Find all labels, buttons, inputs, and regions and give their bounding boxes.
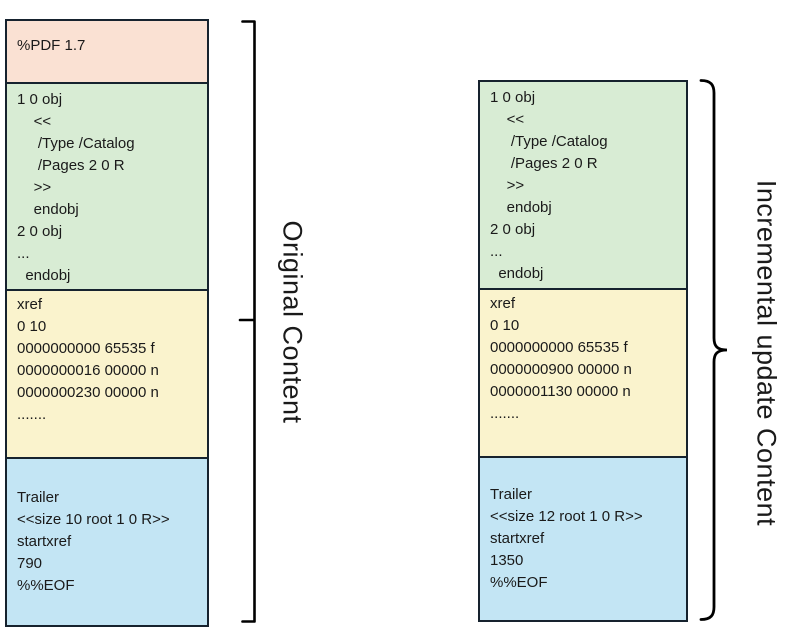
- code-line: .......: [490, 404, 520, 422]
- code-line: 0000000000 65535 f: [490, 338, 628, 356]
- code-line: %PDF 1.7: [17, 37, 86, 54]
- code-line: 1 0 obj: [17, 90, 63, 108]
- code-line: <<: [490, 111, 525, 128]
- code-line: /Type /Catalog: [17, 134, 135, 152]
- code-line: 0000000016 00000 n: [17, 362, 159, 379]
- code-line: 790: [17, 554, 43, 572]
- code-line: 0000001130 00000 n: [490, 382, 631, 400]
- code-line: <<size 10 root 1 0 R>>: [17, 510, 170, 528]
- code-line: 0 10: [17, 318, 47, 335]
- incremental-update-column: 1 0 obj << /Type /Catalog /Pages 2 0 R >…: [478, 80, 688, 622]
- code-line: endobj: [17, 200, 79, 218]
- code-line: startxref: [17, 532, 72, 550]
- code-line: 0000000230 00000 n: [17, 384, 159, 401]
- code-line: %%EOF: [490, 574, 548, 591]
- original-content-bracket: [238, 20, 256, 623]
- code-line: Trailer: [490, 486, 532, 503]
- code-line: 0000000900 00000 n: [490, 360, 632, 378]
- code-line: >>: [490, 177, 525, 194]
- code-line: ...: [17, 244, 30, 262]
- original-content-label: Original Content: [277, 220, 308, 424]
- code-line: 0000000000 65535 f: [17, 340, 155, 357]
- code-line: <<: [17, 112, 52, 130]
- code-line: xref: [490, 294, 516, 312]
- code-line: %%EOF: [17, 576, 75, 594]
- code-line: endobj: [490, 199, 552, 216]
- code-line: 2 0 obj: [490, 221, 536, 238]
- pdf-version-header-block: %PDF 1.7: [5, 19, 209, 84]
- code-line: endobj: [17, 266, 71, 284]
- code-line: >>: [17, 178, 52, 196]
- code-line: endobj: [490, 265, 544, 282]
- code-line: 2 0 obj: [17, 222, 63, 240]
- original-trailer-block: Trailer <<size 10 root 1 0 R>> startxref 79…: [5, 456, 209, 627]
- code-line: /Pages 2 0 R: [490, 155, 598, 172]
- code-line: startxref: [490, 530, 545, 547]
- incremental-xref-table-block: xref 0 10 0000000000 65535 f 0000000900 000…: [478, 287, 688, 459]
- code-line: 1 0 obj: [490, 89, 536, 106]
- code-line: 0 10: [490, 316, 520, 334]
- code-line: xref: [17, 296, 43, 313]
- original-content-column: %PDF 1.7 1 0 obj << /Type /Catalog /Page…: [5, 19, 209, 627]
- incremental-objects-block: 1 0 obj << /Type /Catalog /Pages 2 0 R >…: [478, 80, 688, 290]
- incremental-update-content-label: Incremental update Content: [751, 179, 782, 527]
- code-line: ...: [490, 243, 503, 260]
- incremental-trailer-block: Trailer <<size 12 root 1 0 R>> startxref 13…: [478, 456, 688, 622]
- code-line: /Pages 2 0 R: [17, 156, 125, 174]
- code-line: /Type /Catalog: [490, 133, 608, 150]
- original-objects-block: 1 0 obj << /Type /Catalog /Pages 2 0 R >…: [5, 81, 209, 292]
- code-line: .......: [17, 406, 47, 423]
- incremental-update-brace: [699, 79, 728, 621]
- code-line: 1350: [490, 552, 524, 569]
- code-line: Trailer: [17, 488, 59, 506]
- code-line: <<size 12 root 1 0 R>>: [490, 508, 643, 525]
- original-xref-table-block: xref 0 10 0000000000 65535 f 0000000016 000…: [5, 289, 209, 459]
